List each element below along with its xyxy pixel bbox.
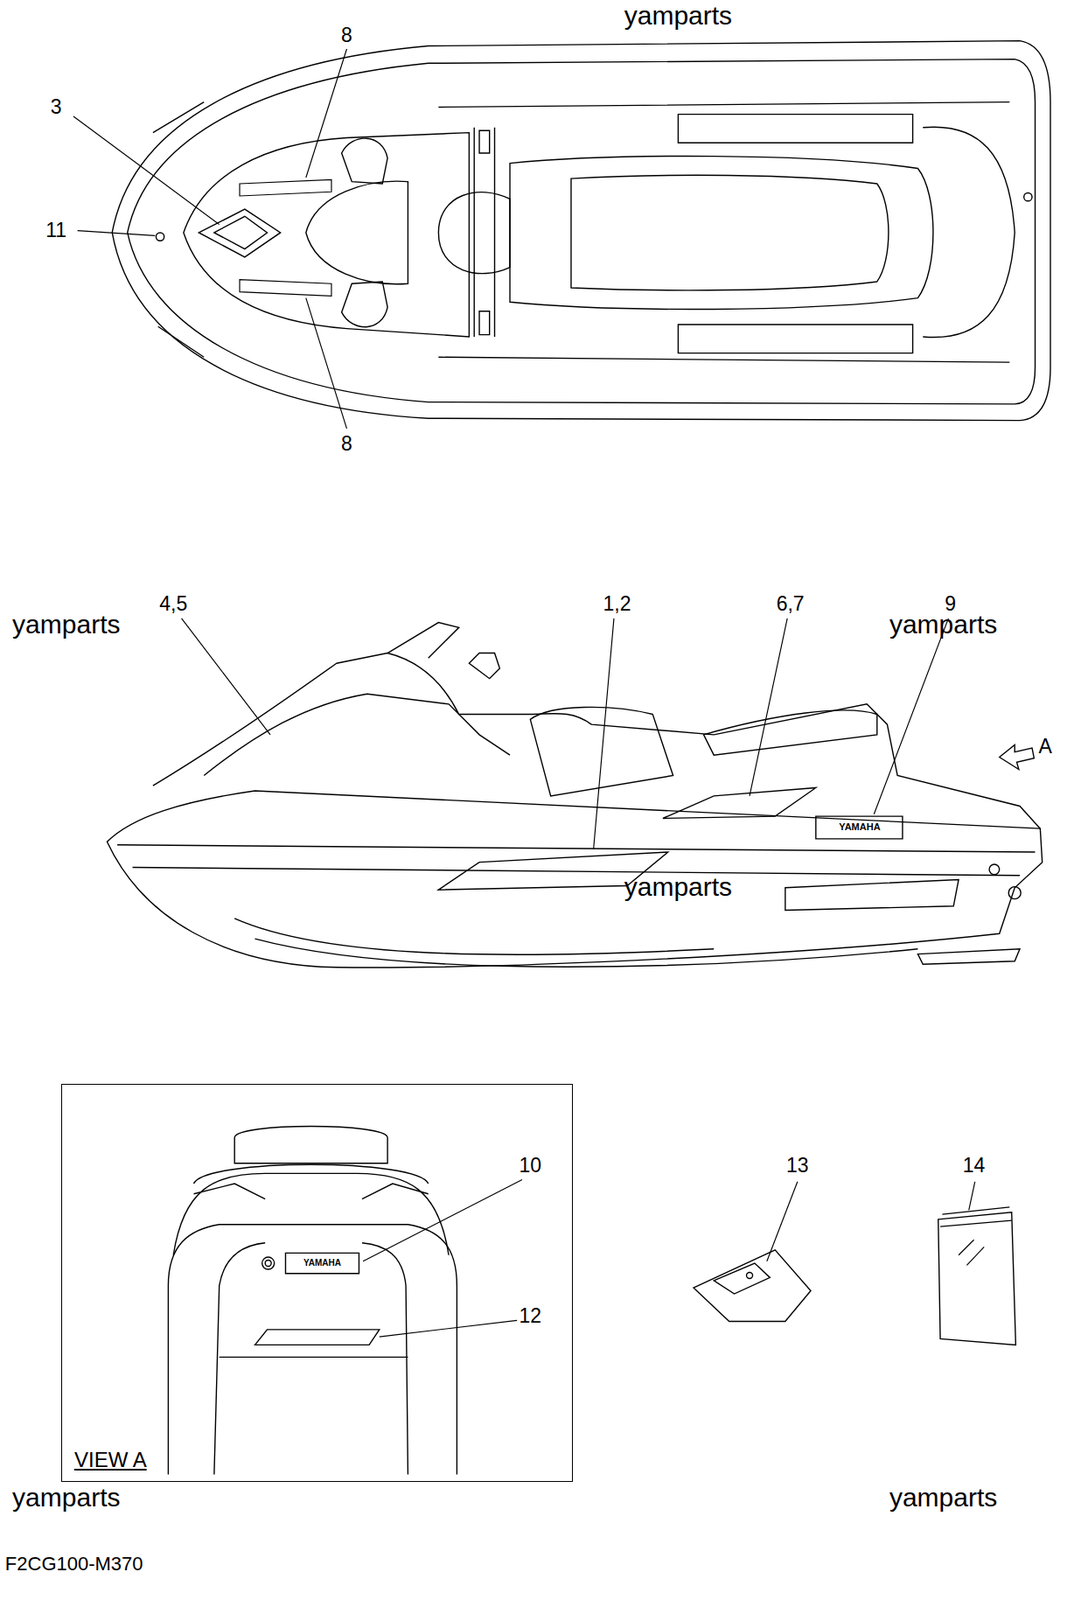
view-arrow-label: A (1039, 736, 1053, 757)
watermark: yamparts (12, 611, 120, 638)
watermark: yamparts (12, 1484, 120, 1511)
callout-number: 13 (786, 1155, 810, 1176)
callout-number: 8 (341, 25, 353, 46)
decal-text: YAMAHA (838, 822, 880, 832)
watermark: yamparts (889, 611, 998, 638)
decal-text: YAMAHA (303, 1258, 342, 1268)
view-inset-frame: VIEW A (61, 1083, 573, 1482)
callout-number: 14 (962, 1155, 986, 1176)
callout-number: 3 (50, 97, 63, 118)
watermark: yamparts (624, 2, 733, 29)
callout-number: 10 (519, 1155, 543, 1176)
callout-number: 1,2 (602, 593, 631, 614)
callout-number: 12 (519, 1305, 543, 1326)
callout-number: 6,7 (776, 593, 805, 614)
callout-number: 4,5 (159, 593, 188, 614)
callout-number: 8 (341, 433, 353, 454)
watermark: yamparts (889, 1484, 998, 1511)
callout-number: 11 (45, 220, 67, 241)
view-title: VIEW A (74, 1449, 147, 1471)
watermark: yamparts (624, 873, 733, 900)
drawing-code: F2CG100-M370 (5, 1554, 144, 1574)
